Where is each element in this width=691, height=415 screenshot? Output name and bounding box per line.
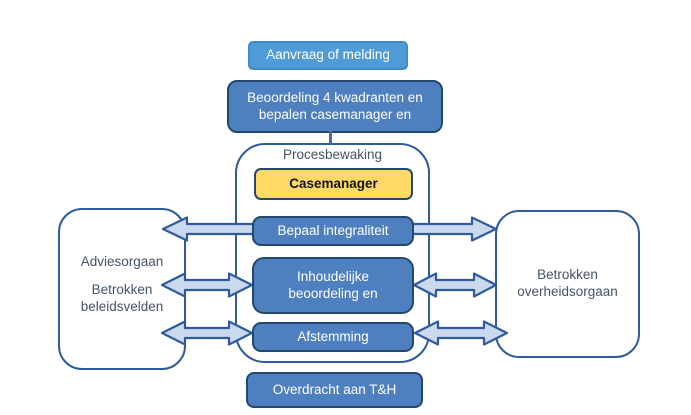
arrow-right-icon [412, 216, 498, 242]
node-inhoudelijke-beoordeling: Inhoudelijke beoordeling en [252, 257, 414, 314]
node-overheidsorgaan-line1: Betrokken [537, 267, 598, 283]
node-casemanager: Casemanager [254, 168, 413, 200]
arrow-both-row3-left [160, 319, 254, 347]
node-beoordeling-line2: bepalen casemanager en [258, 106, 412, 122]
node-afstemming: Afstemming [252, 322, 414, 352]
arrow-left-icon [161, 216, 254, 242]
node-afstemming-label: Afstemming [297, 328, 369, 344]
connector-beoordeling-procesbewaking [329, 131, 332, 144]
double-arrow-icon [160, 272, 254, 298]
node-adviesorgaan-line3: beleidsvelden [80, 299, 164, 314]
node-overdracht: Overdracht aan T&H [246, 372, 423, 408]
node-aanvraag: Aanvraag of melding [248, 41, 408, 70]
arrow-right-row1 [412, 215, 498, 243]
double-arrow-icon [160, 320, 254, 346]
node-overheidsorgaan-line2: overheidsorgaan [517, 284, 618, 299]
node-beoordeling-line1: Beoordeling 4 kwadranten en [247, 89, 423, 105]
arrow-both-row3-right [413, 319, 509, 347]
node-adviesorgaan [58, 208, 186, 370]
node-inhoudelijke-line1: Inhoudelijke [296, 268, 370, 284]
node-adviesorgaan-line2: Betrokken [91, 282, 153, 297]
node-inhoudelijke-line2: beoordeling en [288, 285, 378, 301]
node-bepaal-label: Bepaal integraliteit [277, 222, 389, 238]
node-overdracht-label: Overdracht aan T&H [272, 381, 397, 397]
double-arrow-icon [413, 320, 509, 346]
node-bepaal-integraliteit: Bepaal integraliteit [252, 216, 414, 246]
node-aanvraag-label: Aanvraag of melding [266, 47, 390, 63]
node-casemanager-label: Casemanager [289, 175, 378, 191]
double-arrow-icon [412, 272, 498, 298]
arrow-both-row2-left [160, 271, 254, 299]
node-beoordeling: Beoordeling 4 kwadranten en bepalen case… [227, 80, 443, 133]
node-overheidsorgaan: Betrokken overheidsorgaan [495, 210, 640, 358]
arrow-both-row2-right [412, 271, 498, 299]
procesbewaking-label: Procesbewaking [282, 147, 383, 162]
arrow-left-row1 [161, 215, 254, 243]
node-adviesorgaan-line1: Adviesorgaan [80, 254, 164, 269]
